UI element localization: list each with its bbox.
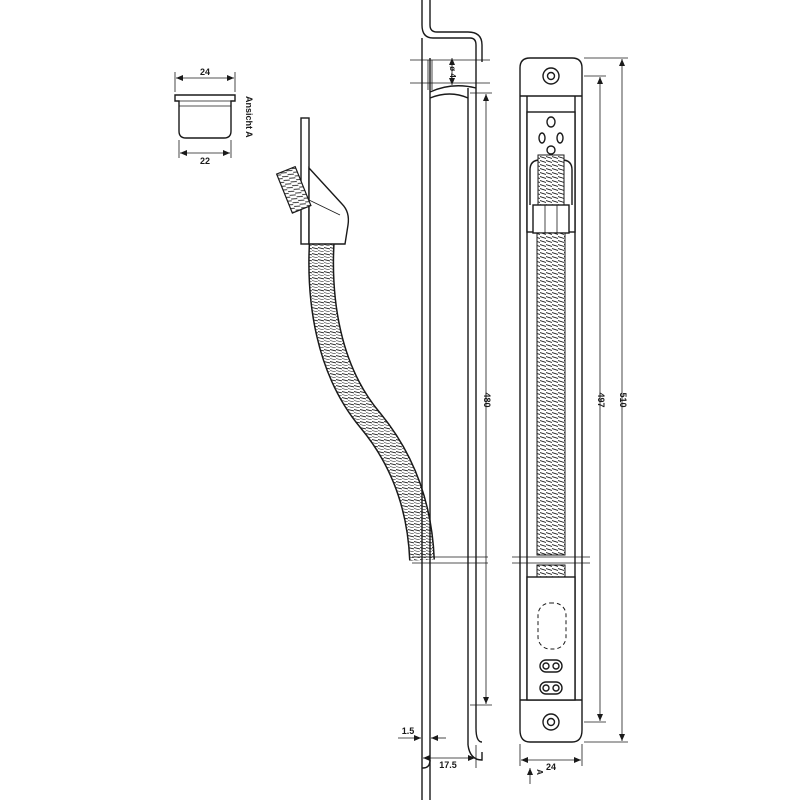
side-view-thickness-dimension: 1.5 <box>402 726 415 736</box>
side-view-diameter-dimension: ø 4 <box>448 66 457 78</box>
hose-mount-plate <box>300 117 310 245</box>
cable-hose <box>275 117 435 561</box>
side-view: 480 ø 4 1.5 17.5 <box>398 0 492 800</box>
side-view-depth-dimension: 17.5 <box>439 760 457 770</box>
front-view-coil-upper <box>536 232 566 556</box>
view-a-bottom-dimension: 22 <box>200 156 210 166</box>
side-view-length-dimension: 480 <box>482 392 492 407</box>
top-screw-hole <box>542 67 560 85</box>
view-a-top-dimension: 24 <box>200 67 210 77</box>
front-view-inner-length-dimension: 497 <box>596 392 606 407</box>
view-arrow-label: A <box>535 769 544 775</box>
view-a-detail: 24 22 Ansicht A <box>174 67 254 166</box>
view-a-label: Ansicht A <box>244 96 254 138</box>
front-view-width-dimension: 24 <box>546 762 556 772</box>
hose-elbow <box>308 166 350 245</box>
lower-clamp-dashed-slot <box>537 602 567 650</box>
front-view-total-length-dimension: 510 <box>618 392 628 407</box>
bottom-screw-hole <box>542 713 560 731</box>
front-view: 497 510 24 A <box>512 57 628 784</box>
